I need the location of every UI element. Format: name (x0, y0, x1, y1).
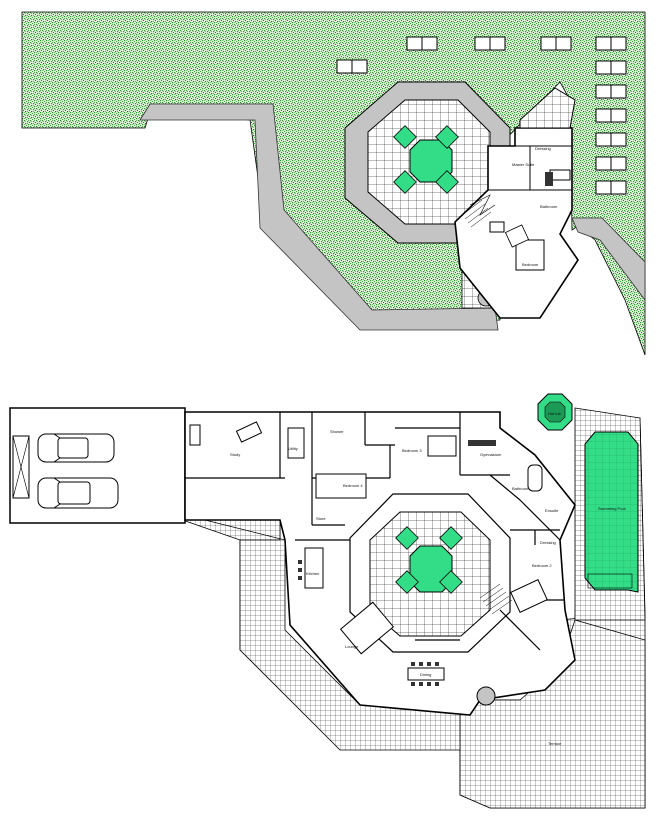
label-ensuite: Ensuite (545, 508, 559, 513)
car-2 (37, 477, 119, 509)
upper-roof-hatch (519, 87, 576, 129)
skylights (336, 36, 627, 195)
upper-desk (489, 221, 505, 233)
label-bedroom-3: Bedroom 3 (402, 448, 422, 453)
upper-bath-tub (545, 172, 553, 186)
upper-label-bathroom: Bathroom (540, 204, 558, 209)
garage-door-cross-2 (12, 435, 30, 499)
upper-floor-plan: Dressing Master Suite Bathroom Bedroom (21, 11, 646, 356)
courtyard-planters (395, 526, 463, 594)
label-dressing: Dressing (540, 540, 556, 545)
hall-planter (476, 686, 496, 706)
upper-bed (515, 239, 545, 271)
label-gymnasium: Gymnasium (480, 452, 502, 457)
interior-walls (185, 412, 565, 651)
upper-label-dressing: Dressing (535, 146, 551, 151)
dining-chairs (411, 662, 439, 686)
label-bedroom-4: Bedroom 4 (343, 483, 363, 488)
kitchen-stools (298, 560, 302, 580)
dining-table (407, 667, 445, 681)
upper-label-master-suite: Master Suite (512, 162, 535, 167)
label-lounge: Lounge (345, 644, 359, 649)
label-bathroom: Bathroom (512, 486, 530, 491)
label-swimming-pool: Swimming Pool (598, 506, 626, 511)
label-kitchen: Kitchen (306, 571, 319, 576)
upper-bed-pillows (504, 224, 530, 248)
upper-stair-lines (461, 199, 492, 228)
kitchen-island (304, 547, 324, 589)
pool-steps (587, 573, 633, 589)
label-shower: Shower (330, 429, 344, 434)
garden-path-east (571, 217, 646, 302)
upper-label-bedroom: Bedroom (522, 262, 539, 267)
label-dining: Dining (420, 672, 431, 677)
study-desk (235, 421, 263, 443)
lower-stairs (479, 583, 513, 615)
label-hot-tub: Hot tub (548, 411, 562, 416)
bedroom4-bed (315, 473, 367, 499)
terrace-west-tiling (124, 499, 461, 751)
study-shelf (189, 424, 201, 446)
hot-tub-inner (544, 401, 566, 423)
upper-stairs (469, 194, 496, 216)
bedroom3-bed (427, 435, 457, 457)
label-store: Store (316, 516, 326, 521)
swimming-pool (584, 431, 639, 593)
car-1 (37, 433, 115, 463)
gym-equipment (468, 440, 496, 446)
utility-counter (287, 427, 305, 459)
lounge-sofa (339, 601, 395, 655)
upper-planters (393, 125, 459, 194)
bedroom2-bed (510, 579, 548, 613)
garden-path (139, 103, 499, 331)
label-terrace: Terrace (548, 741, 562, 746)
lower-floor-plan: Study Utility Bedroom 4 Bedroom 3 Gymnas… (9, 393, 646, 809)
label-utility: Utility (288, 446, 298, 451)
label-bedroom-2: Bedroom 2 (532, 563, 552, 568)
label-study: Study (230, 452, 240, 457)
bath-tub (527, 464, 543, 492)
